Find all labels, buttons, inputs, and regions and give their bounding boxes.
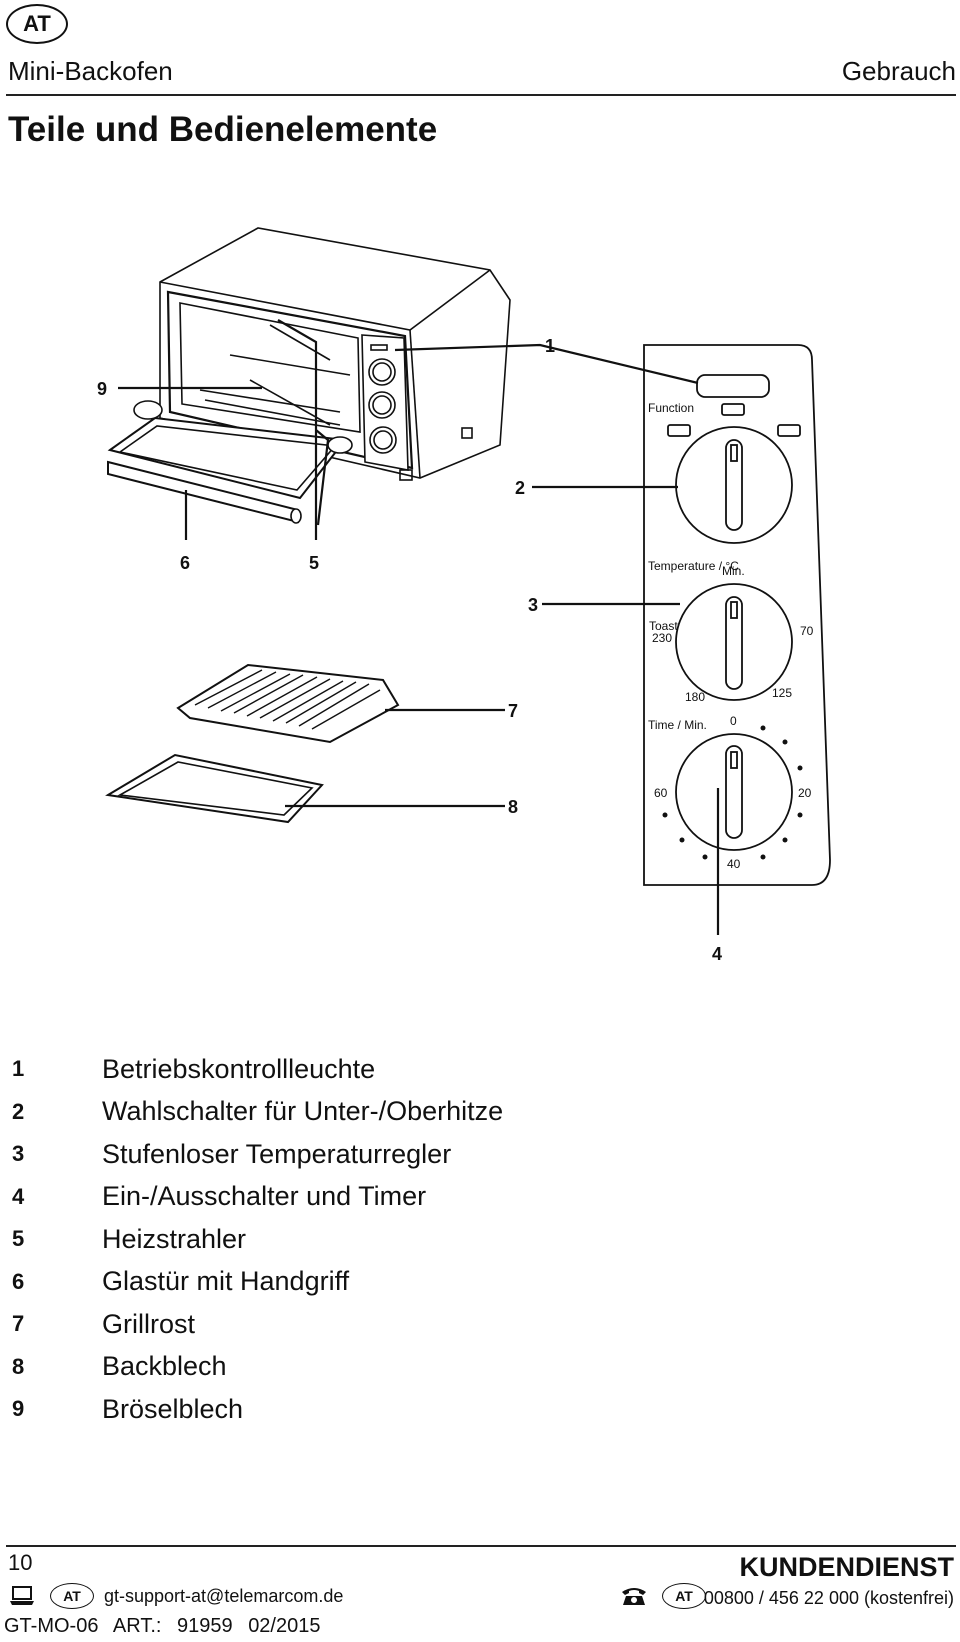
part-number: 5 (12, 1226, 25, 1252)
part-label: Glastür mit Handgriff (102, 1266, 350, 1297)
doc-code: GT-MO-06 (4, 1615, 99, 1637)
part-number: 9 (12, 1396, 25, 1422)
part-label: Backblech (102, 1351, 227, 1382)
support-email[interactable]: gt-support-at@telemarcom.de (104, 1586, 344, 1606)
product-name: Mini-Backofen (8, 56, 173, 86)
temperature-min-label: Min. (722, 564, 745, 578)
temp-value-180: 180 (685, 690, 705, 704)
list-item: 5 Heizstrahler (12, 1218, 503, 1261)
part-number: 2 (12, 1098, 25, 1124)
callout-1: 1 (545, 336, 555, 356)
time-value-20: 20 (798, 786, 812, 800)
page-title: Teile und Bedienelemente (8, 110, 438, 149)
part-label: Heizstrahler (102, 1223, 247, 1254)
callout-8: 8 (508, 797, 518, 817)
contact-row: AT gt-support-at@telemarcom.de AT 00800 … (0, 1580, 960, 1614)
parts-list: 1 Betriebskontrollleuchte 2 Wahlschalter f… (12, 1048, 503, 1431)
toast-label: Toast (649, 619, 678, 633)
oven-diagram: Function Temperature / °C Min. Toast 230… (97, 227, 831, 964)
part-number: 3 (12, 1141, 25, 1167)
time-value-40: 40 (727, 857, 741, 871)
callout-7: 7 (508, 701, 518, 721)
time-value-0: 0 (730, 714, 737, 728)
oven-illustration (107, 227, 511, 524)
baking-tray-illustration (105, 753, 324, 824)
temp-value-70: 70 (800, 624, 814, 638)
list-item: 9 Bröselblech (12, 1388, 503, 1431)
page-number: 10 (8, 1550, 33, 1575)
list-item: 7 Grillrost (12, 1303, 503, 1346)
doc-date: 02/2015 (248, 1615, 321, 1637)
list-item: 8 Backblech (12, 1346, 503, 1389)
callout-5: 5 (309, 553, 319, 573)
part-label: Wahlschalter für Unter-/Oberhitze (102, 1096, 504, 1127)
document-code: GT-MO-06 ART.: 91959 02/2015 (4, 1615, 320, 1638)
section-name: Gebrauch (841, 56, 956, 86)
callout-3: 3 (528, 595, 538, 615)
callout-6: 6 (180, 553, 190, 573)
control-panel-illustration: Function Temperature / °C Min. Toast 230… (643, 344, 831, 886)
part-number: 4 (12, 1183, 25, 1209)
part-label: Grillrost (102, 1308, 195, 1339)
list-item: 2 Wahlschalter für Unter-/Oberhitze (12, 1091, 503, 1134)
header-divider (6, 94, 956, 96)
part-number: 7 (12, 1311, 25, 1337)
part-label: Stufenloser Temperaturregler (102, 1138, 452, 1169)
callout-2: 2 (515, 478, 525, 498)
laptop-icon (10, 1586, 34, 1605)
time-label: Time / Min. (648, 718, 707, 732)
footer-divider (6, 1545, 956, 1547)
country-badge-small: AT (662, 1583, 706, 1609)
function-label: Function (648, 401, 694, 415)
part-label: Ein-/Ausschalter und Timer (102, 1181, 427, 1212)
callout-4: 4 (712, 944, 722, 964)
part-label: Bröselblech (102, 1393, 244, 1424)
callout-lines (118, 319, 720, 935)
temperature-label: Temperature / °C (648, 559, 739, 573)
list-item: 6 Glastür mit Handgriff (12, 1261, 503, 1304)
temp-value-125: 125 (772, 686, 792, 700)
time-value-60: 60 (654, 786, 668, 800)
list-item: 4 Ein-/Ausschalter und Timer (12, 1176, 503, 1219)
part-label: Betriebskontrollleuchte (102, 1053, 376, 1084)
part-number: 1 (12, 1056, 25, 1082)
country-badge-small: AT (50, 1583, 94, 1609)
callout-9: 9 (97, 379, 107, 399)
part-number: 8 (12, 1353, 25, 1379)
part-number: 6 (12, 1268, 25, 1294)
list-item: 1 Betriebskontrollleuchte (12, 1048, 503, 1091)
customer-service-title: KUNDENDIENST (739, 1552, 954, 1582)
grill-rack-illustration (176, 663, 400, 744)
temp-value-230: 230 (652, 631, 672, 645)
phone-icon (622, 1588, 646, 1605)
country-badge: AT (6, 4, 68, 44)
article-number: ART.: 91959 (112, 1615, 233, 1637)
list-item: 3 Stufenloser Temperaturregler (12, 1133, 503, 1176)
support-phone[interactable]: 00800 / 456 22 000 (kostenfrei) (703, 1588, 954, 1608)
